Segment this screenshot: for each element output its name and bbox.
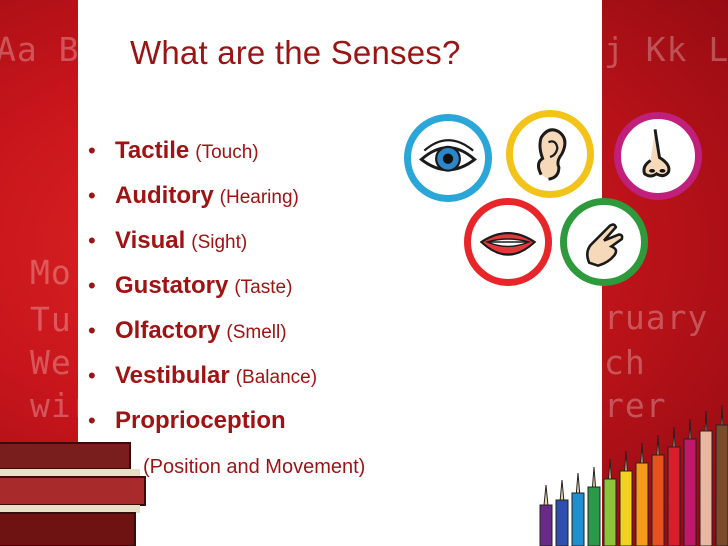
bg-month-line: ruary	[604, 298, 709, 337]
sense-meaning: (Sight)	[191, 232, 248, 253]
colored-pencils-illustration	[539, 404, 728, 546]
books-illustration	[0, 442, 146, 546]
bg-day-line: Tu	[30, 300, 72, 339]
sense-meaning: (Smell)	[226, 322, 287, 343]
list-item: • Proprioception	[84, 408, 317, 453]
bg-month-line: ch	[604, 343, 646, 382]
sense-term: Vestibular	[115, 362, 230, 389]
sense-term: Visual	[115, 227, 186, 254]
bg-day-line: Mo	[30, 253, 72, 292]
sense-meaning: (Taste)	[234, 277, 293, 298]
bullet-icon: •	[88, 138, 96, 163]
list-item: • Olfactory(Smell)	[84, 318, 317, 363]
sense-meaning: (Touch)	[195, 142, 259, 163]
list-item: • Vestibular(Balance)	[84, 363, 317, 408]
mouth-icon	[464, 198, 552, 286]
sense-term: Proprioception	[115, 407, 286, 434]
list-item: • Gustatory(Taste)	[84, 273, 317, 318]
sense-term: Olfactory	[115, 317, 221, 344]
bg-month-line: rer	[604, 386, 667, 425]
sense-meaning: (Hearing)	[219, 187, 299, 208]
sense-term: Gustatory	[115, 272, 229, 299]
list-item: • Tactile(Touch)	[84, 138, 317, 183]
hand-icon	[560, 198, 648, 286]
proprioception-meaning: (Position and Movement)	[143, 456, 366, 478]
ear-icon	[506, 110, 594, 198]
bg-letters-left-top: Aa B	[0, 30, 80, 69]
bullet-icon: •	[88, 183, 96, 208]
bg-day-line: We	[30, 343, 72, 382]
bg-letters-right-top: j Kk L	[604, 30, 728, 69]
bullet-icon: •	[88, 228, 96, 253]
slide-title: What are the Senses?	[130, 34, 461, 71]
sense-term: Auditory	[115, 182, 214, 209]
senses-list: • Tactile(Touch) • Auditory(Hearing) • Visu…	[84, 138, 317, 453]
list-item: • Visual(Sight)	[84, 228, 317, 273]
eye-icon	[404, 114, 492, 202]
sense-term: Tactile	[115, 137, 190, 164]
sense-meaning: (Balance)	[235, 367, 318, 388]
bullet-icon: •	[88, 363, 96, 388]
list-item: • Auditory(Hearing)	[84, 183, 317, 228]
bullet-icon: •	[88, 408, 96, 433]
bullet-icon: •	[88, 318, 96, 343]
nose-icon	[614, 112, 702, 200]
bullet-icon: •	[88, 273, 96, 298]
